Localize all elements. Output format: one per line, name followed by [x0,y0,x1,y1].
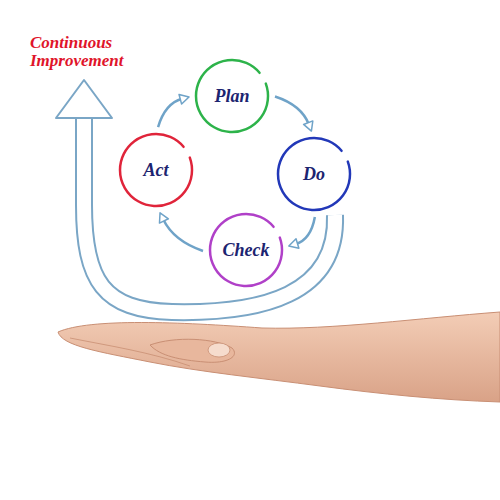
hand [58,312,500,402]
step-label: Check [223,240,270,261]
thumb-nail [208,343,230,357]
arrow-line [275,96,309,124]
finger-crease [70,338,190,366]
cycle-circle: Check [208,212,284,288]
cycle-circle: Act [118,132,194,208]
step-label: Do [303,164,325,185]
cycle-arrow [289,217,315,248]
step-label: Plan [214,86,249,107]
arrow-head [159,213,168,223]
arrow-line [296,217,315,244]
circle-stroke [278,138,350,210]
arrow-head [289,239,299,248]
improvement-label: Continuous Improvement [30,34,158,70]
arrow-line [163,219,203,251]
thumb [150,339,234,362]
cycle-arrow [159,213,203,251]
cycle-arrow [158,95,189,128]
arrow-head [179,95,189,105]
circle-stroke [196,60,268,132]
arrow-line [158,99,182,127]
cycle-circle: Do [276,136,352,212]
arrow-head [304,121,313,131]
circle-stroke [210,214,282,286]
cycle-arrow [275,96,313,131]
improvement-arrow-head [56,80,112,118]
step-label: Act [144,160,169,181]
cycle-circle: Plan [194,58,270,134]
circle-stroke [120,134,192,206]
